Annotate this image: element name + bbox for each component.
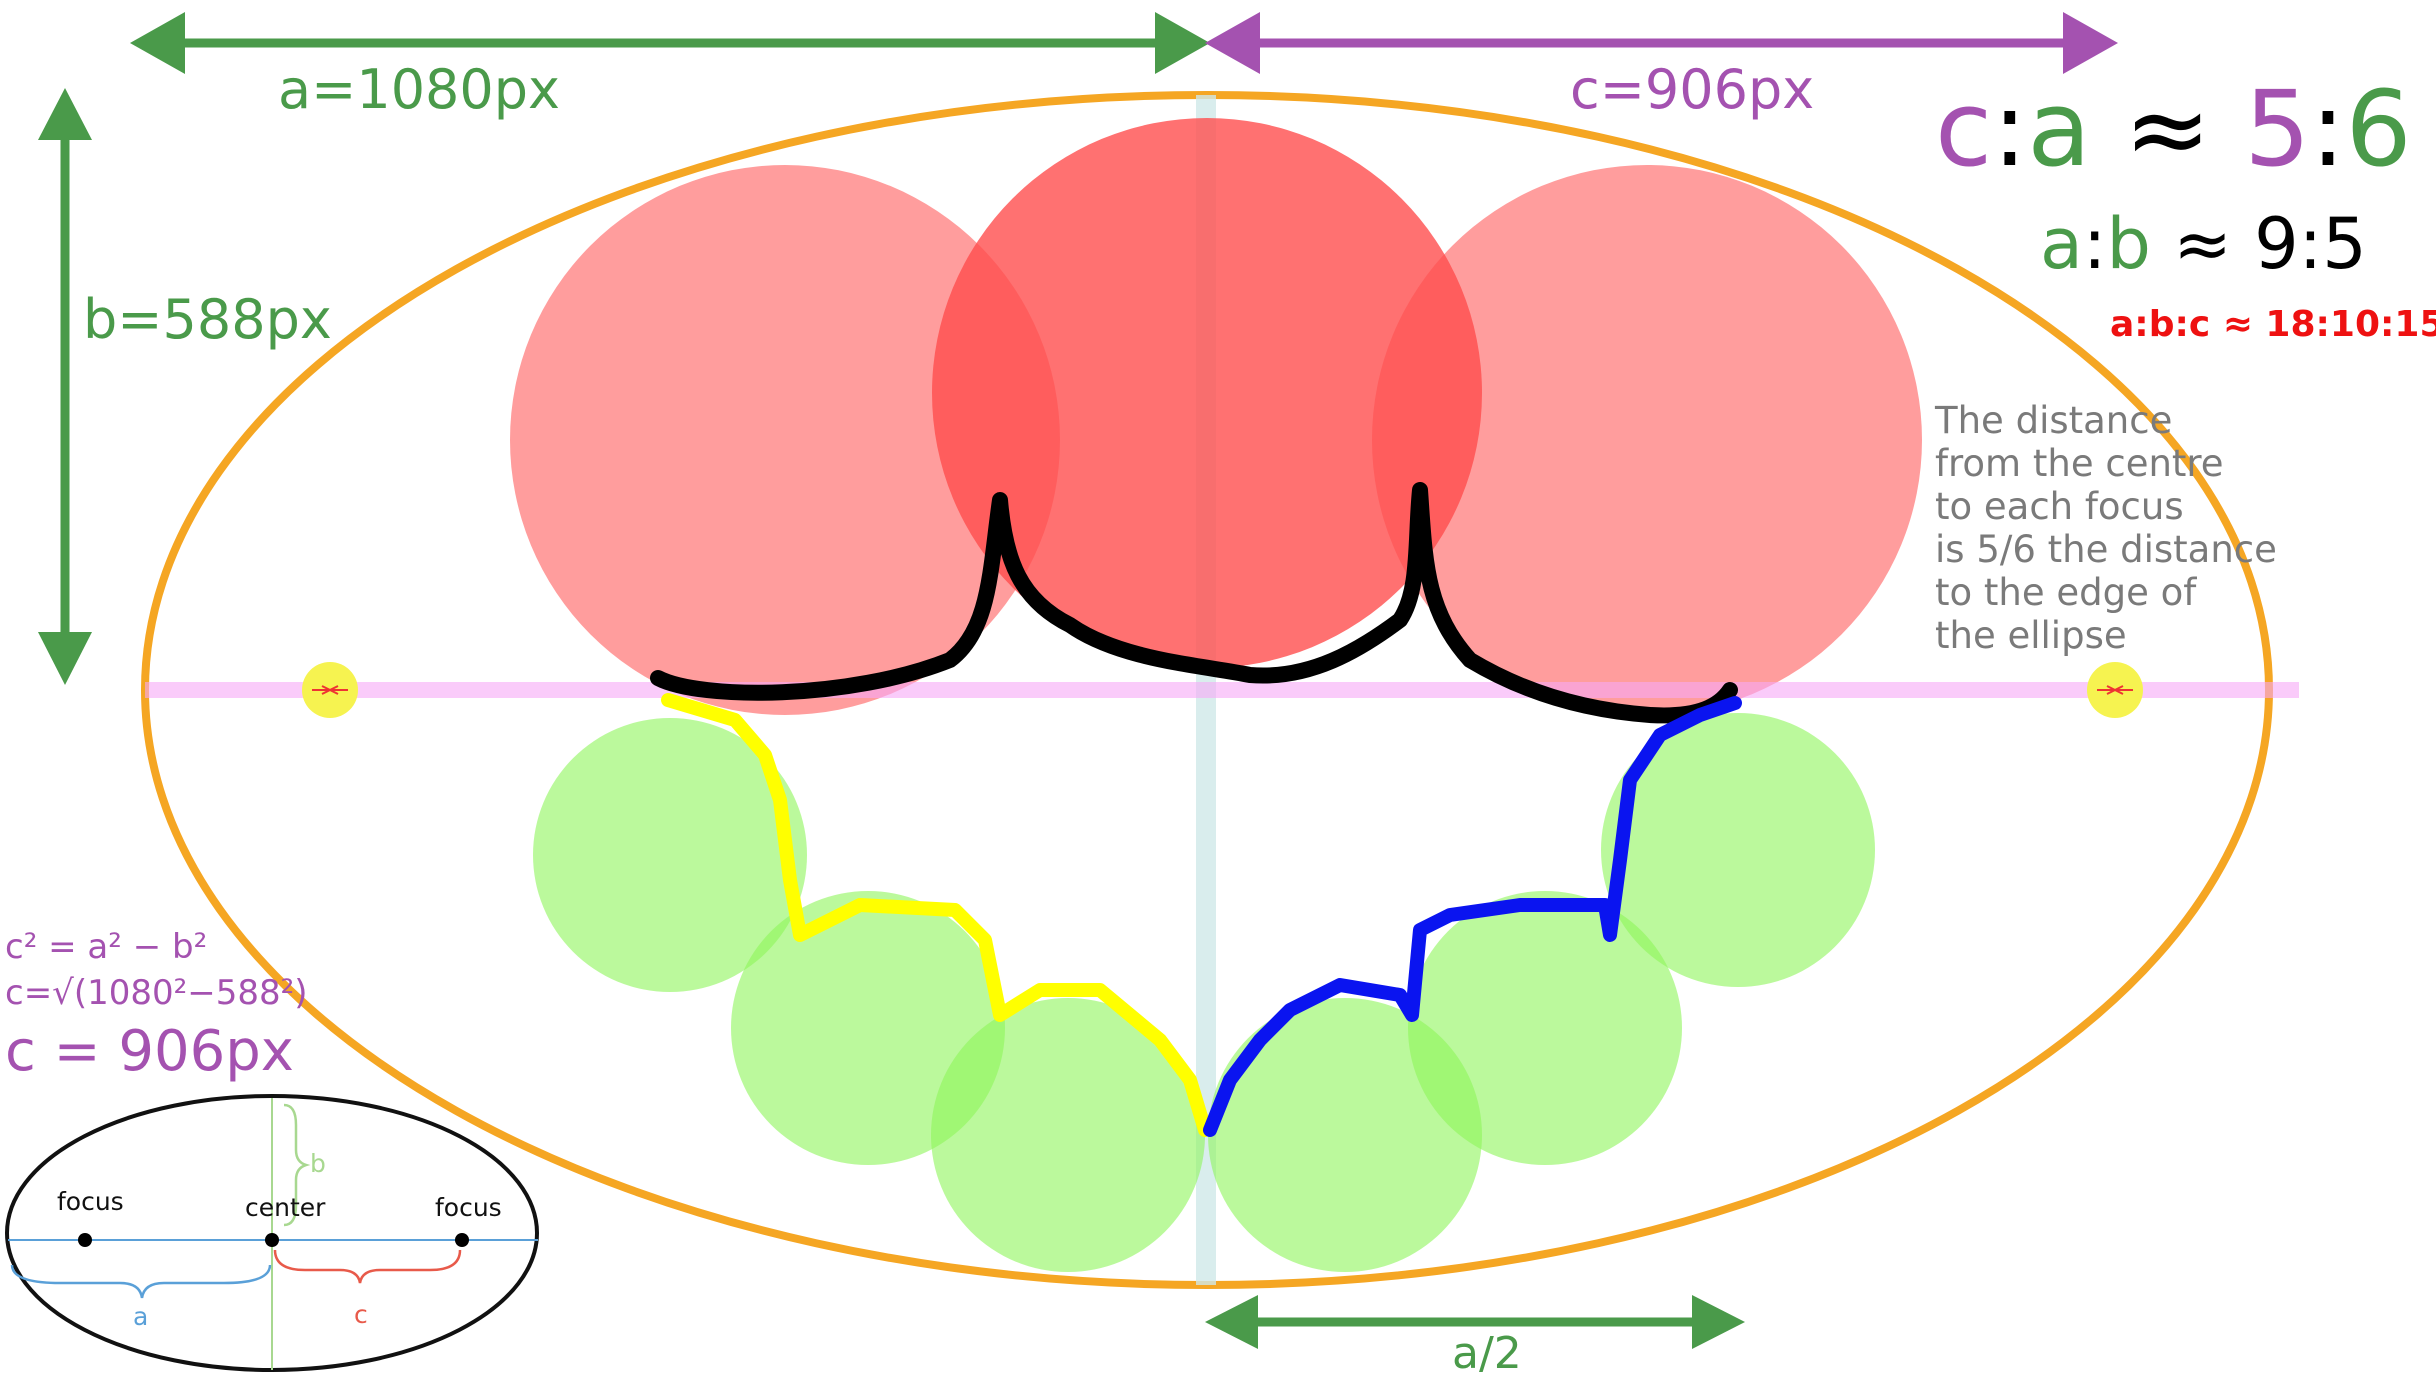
yellow-path-stroke [661,693,1212,1137]
red-circle-center [932,118,1482,668]
focus-right [2087,662,2143,718]
green-circle-5 [1408,891,1682,1165]
major-axis-line [145,682,2299,698]
inset-c-brace [273,1249,462,1284]
ratio-approx-1: ≈ [2091,68,2244,190]
inset-focus-right-dot [455,1233,469,1247]
explanation-line-1: The distance [1934,399,2172,442]
ratio-ab-rest: ≈ 9:5 [2151,203,2367,285]
inset-a-label: a [133,1302,148,1331]
green-circle-6 [1601,713,1875,987]
a-label: a=1080px [278,58,560,121]
red-circle-left [510,165,1060,715]
explanation-text: The distance from the centre to each foc… [1934,399,2277,657]
inset-center-dot [265,1233,279,1247]
ratio-ab-b: b [2107,203,2151,285]
ratio-c-letter: c [1935,68,1992,190]
inset-center-label: center [245,1193,326,1222]
inset-c-label: c [354,1300,368,1329]
formula-result: c = 906px [5,1019,294,1084]
formula-line-2: c=√(1080²−588²) [5,973,308,1013]
explanation-line-6: the ellipse [1935,614,2127,657]
ratio-ab-a: a [2040,203,2083,285]
inset-focus-left-label: focus [57,1187,124,1216]
ratio-5: 5 [2244,68,2310,190]
ratio-colon-2: : [2310,68,2345,190]
green-circle-4 [1208,998,1482,1272]
b-dimension-arrow [38,88,92,685]
a-dimension-arrow [130,12,1210,74]
green-circle-group [533,713,1875,1272]
c-label: c=906px [1570,58,1814,121]
ratio-colon-1: : [1992,68,2027,190]
green-circle-1 [533,718,807,992]
inset-b-brace [283,1103,311,1227]
ratio-c-a: c:a ≈ 5:6 [1935,68,2412,190]
explanation-line-3: to each focus [1935,485,2184,528]
inset-ellipse-diagram: focus center focus b a c [5,1094,539,1372]
green-circle-3 [931,998,1205,1272]
inset-a-brace [10,1264,272,1299]
explanation-line-2: from the centre [1935,442,2224,485]
formula-line-1: c² = a² − b² [5,927,207,967]
b-label: b=588px [83,288,332,351]
red-circle-right [1372,165,1922,715]
half-a-label: a/2 [1452,1328,1522,1375]
red-circle-group [510,118,1922,715]
green-circle-2 [731,891,1005,1165]
explanation-line-4: is 5/6 the distance [1935,528,2277,571]
ratio-a-b: a:b ≈ 9:5 [2040,203,2367,285]
inset-focus-left-dot [78,1233,92,1247]
half-a-dimension-arrow [1205,1295,1745,1349]
explanation-line-5: to the edge of [1935,571,2197,614]
ratio-6: 6 [2345,68,2411,190]
ratio-ab-colon: : [2083,203,2107,285]
inset-focus-right-label: focus [435,1193,502,1222]
black-curve-stroke [650,482,1738,724]
blue-path-stroke [1203,696,1742,1137]
c-dimension-arrow [1205,12,2118,74]
ratio-a-letter: a [2027,68,2091,190]
focus-left [302,662,358,718]
ratio-a-b-c: a:b:c ≈ 18:10:15 [2110,304,2436,345]
inset-b-label: b [310,1149,326,1178]
